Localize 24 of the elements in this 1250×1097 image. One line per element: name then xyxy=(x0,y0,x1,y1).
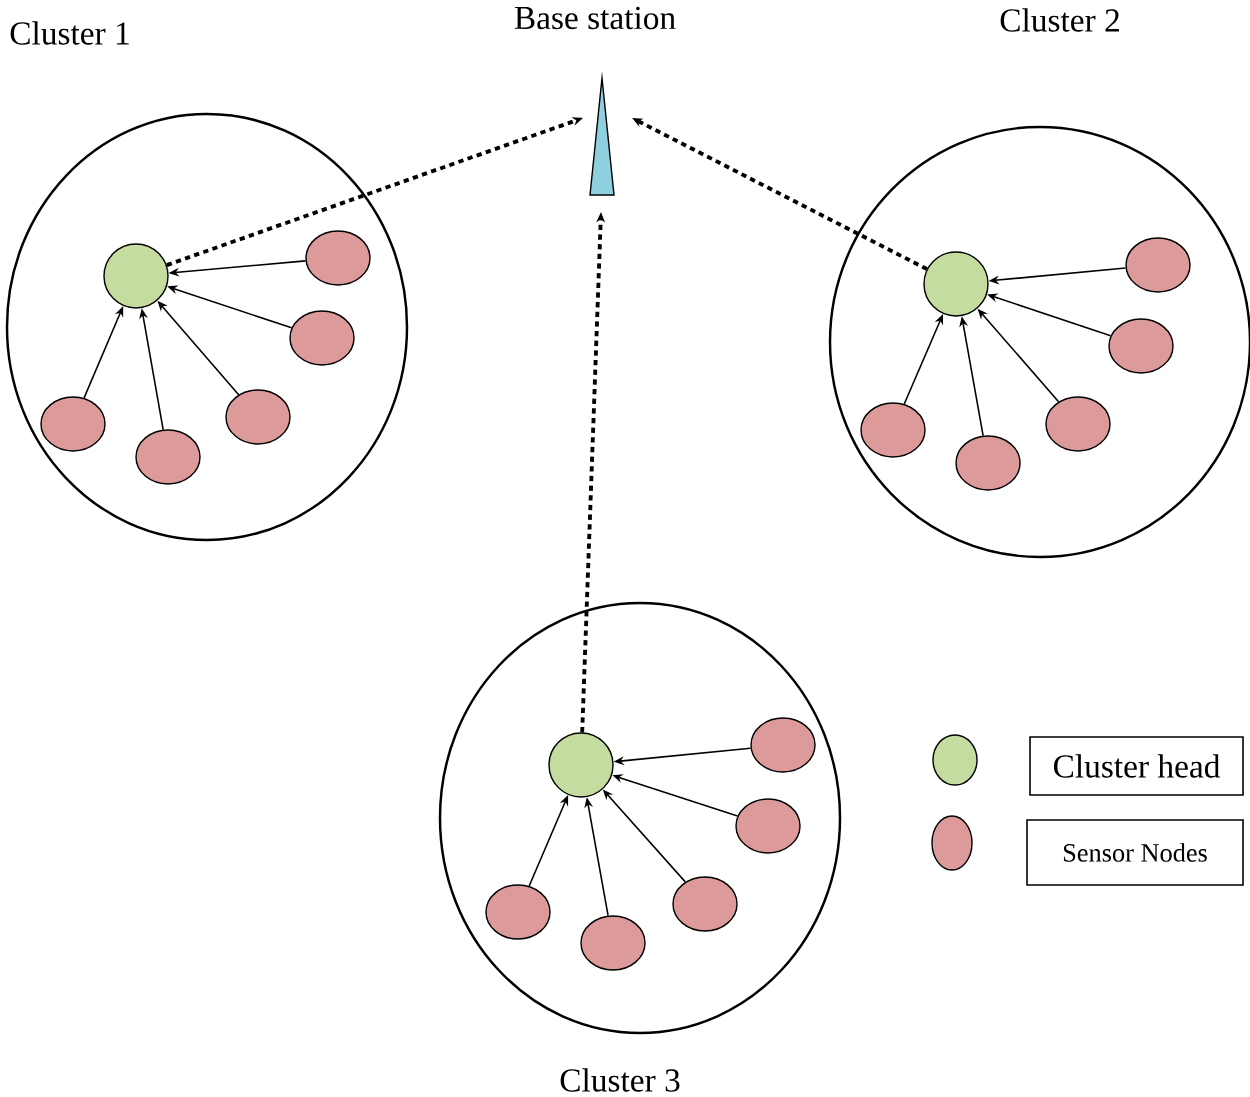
sensor-node xyxy=(860,402,926,458)
sensor-node xyxy=(289,310,355,366)
sensor-node xyxy=(672,876,738,932)
cluster-head-circle xyxy=(548,732,614,798)
cluster-label: Cluster 1 xyxy=(10,21,129,45)
sensor-node xyxy=(305,230,371,286)
sensor-node xyxy=(955,435,1021,491)
cluster-head-circle xyxy=(923,251,989,317)
cluster-label: Base station xyxy=(514,6,676,30)
sensor-node xyxy=(135,429,201,485)
cluster-head-circle xyxy=(103,243,169,309)
legend-box: Cluster head xyxy=(1029,736,1244,796)
sensor-node xyxy=(580,915,646,971)
sensor-node xyxy=(750,717,816,773)
cluster-label: Cluster 3 xyxy=(560,1068,680,1092)
sensor-node xyxy=(1108,318,1174,374)
sensor-node xyxy=(225,389,291,445)
sensor-node xyxy=(40,396,106,452)
legend-box: Sensor Nodes xyxy=(1026,819,1244,886)
cluster-label: Cluster 2 xyxy=(1000,8,1119,32)
sensor-node xyxy=(1045,396,1111,452)
sensor-node xyxy=(1125,237,1191,293)
sensor-node xyxy=(485,884,551,940)
sensor-node xyxy=(735,798,801,854)
